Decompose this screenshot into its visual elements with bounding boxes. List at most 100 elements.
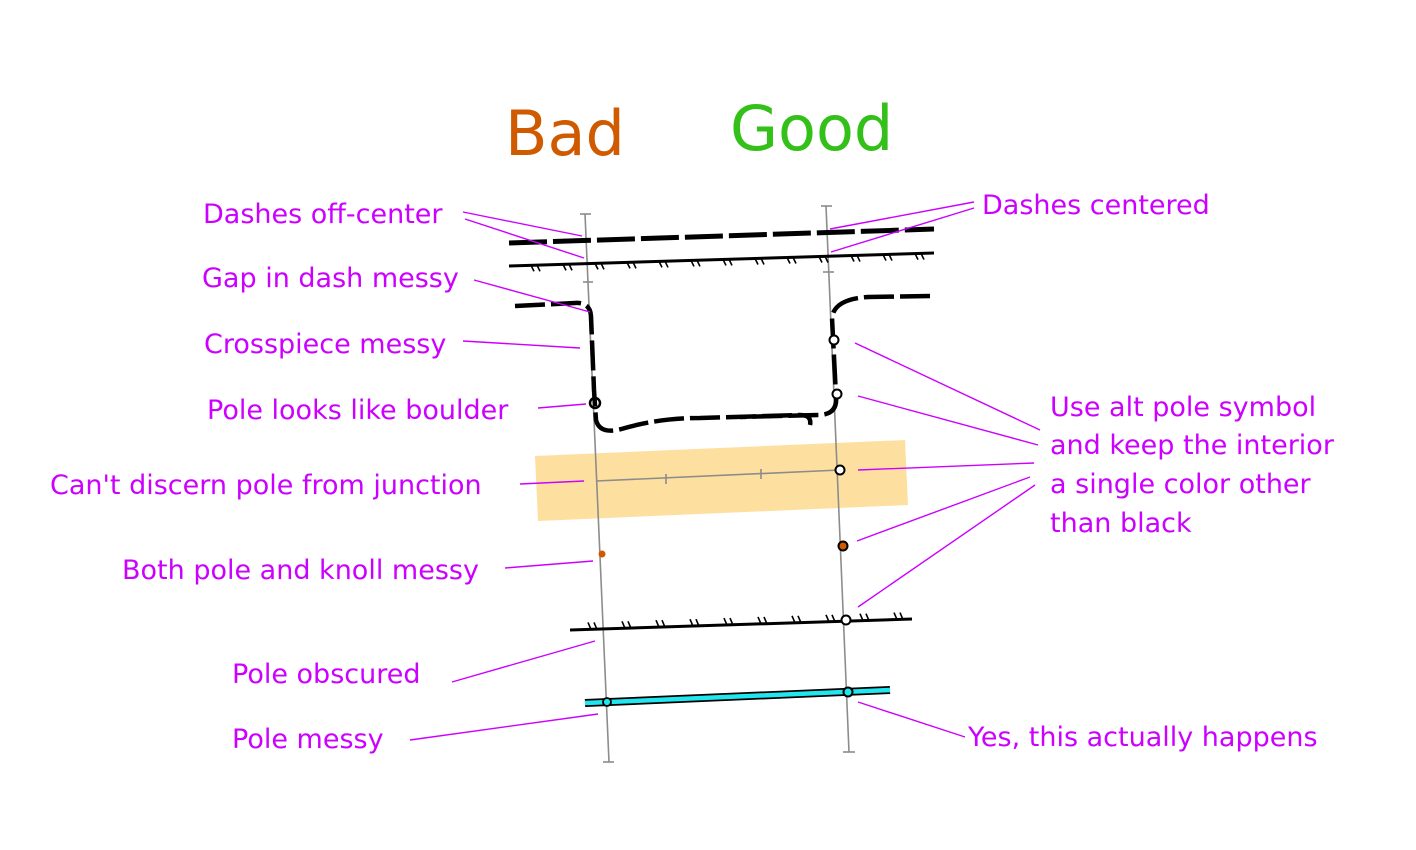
cliff-tick bbox=[888, 254, 893, 261]
cliff-tick bbox=[664, 260, 669, 268]
cliff-tick bbox=[723, 617, 728, 626]
cliff-tick bbox=[865, 613, 870, 621]
cliff-tick bbox=[661, 619, 666, 628]
leader-line bbox=[504, 560, 594, 569]
label-pole-obscured: Pole obscured bbox=[232, 659, 420, 690]
cliff-tick bbox=[632, 261, 637, 269]
leader-line bbox=[857, 701, 966, 738]
good-pole-on-cliff-icon bbox=[840, 614, 852, 626]
leader-line bbox=[464, 218, 585, 259]
cliff-tick bbox=[754, 258, 759, 265]
bad-pole-on-stream-icon bbox=[602, 697, 612, 707]
leader-line bbox=[854, 342, 1041, 431]
stream bbox=[584, 687, 891, 706]
cliff-tick bbox=[536, 264, 541, 272]
cliff-tick bbox=[757, 616, 762, 625]
cliff-tick bbox=[825, 614, 830, 623]
label-pole-messy: Pole messy bbox=[232, 724, 384, 755]
label-alt-pole-line-2: and keep the interior bbox=[1050, 430, 1335, 461]
cliff-tick bbox=[655, 619, 660, 628]
cliff-tick bbox=[689, 618, 694, 627]
good-pole-icon bbox=[831, 388, 843, 400]
good-pole-axis bbox=[825, 205, 850, 753]
good-pole-junction-icon bbox=[834, 464, 846, 476]
label-dashes-centered: Dashes centered bbox=[982, 190, 1210, 221]
cliff-ticks-top bbox=[530, 253, 925, 272]
cliff-tick bbox=[859, 613, 864, 621]
cliff-tick bbox=[587, 622, 592, 630]
cliff-tick bbox=[593, 622, 598, 630]
label-cant-discern-pole: Can't discern pole from junction bbox=[50, 470, 482, 501]
cliff-tick bbox=[621, 621, 626, 629]
right-labels: Dashes centered Use alt pole symbol and … bbox=[967, 190, 1335, 753]
cliff-tick bbox=[728, 258, 733, 266]
leader-line bbox=[829, 201, 975, 230]
good-knoll-pole-icon bbox=[837, 540, 849, 552]
leader-line bbox=[856, 476, 1031, 542]
leader-line bbox=[519, 480, 585, 485]
cliff-tick bbox=[695, 618, 700, 627]
cliff-tick bbox=[824, 255, 829, 263]
good-pole-icon bbox=[828, 334, 840, 346]
label-alt-pole-line-3: a single color other bbox=[1050, 469, 1312, 500]
cliff-tick bbox=[696, 259, 701, 267]
cliff-tick bbox=[882, 254, 887, 261]
cliff-tick bbox=[626, 262, 631, 269]
leader-line bbox=[857, 484, 1036, 608]
leader-line bbox=[537, 403, 587, 409]
left-leaders bbox=[409, 211, 599, 741]
good-track bbox=[739, 293, 931, 420]
cliff-tick bbox=[818, 256, 823, 263]
junction-line bbox=[595, 469, 841, 484]
cliff-tick bbox=[899, 612, 904, 620]
cliff-tick bbox=[893, 612, 898, 620]
bad-pole-boulder-icon bbox=[588, 396, 602, 410]
cliff-line-top bbox=[508, 251, 935, 268]
cliff-tick bbox=[729, 617, 734, 626]
cliff-tick bbox=[658, 261, 663, 268]
cliff-tick bbox=[760, 257, 765, 265]
bad-track bbox=[514, 300, 813, 433]
right-leaders bbox=[829, 201, 1041, 738]
label-pole-knoll-messy: Both pole and knoll messy bbox=[122, 555, 479, 586]
cliff-tick bbox=[594, 263, 599, 270]
leader-line bbox=[857, 395, 1039, 446]
cliff-tick bbox=[920, 253, 925, 260]
leader-line bbox=[409, 713, 599, 741]
cliff-tick bbox=[722, 259, 727, 266]
cliff-tick bbox=[763, 616, 768, 625]
cliff-ticks-bottom bbox=[587, 612, 904, 630]
good-pole-on-stream-icon bbox=[842, 686, 854, 698]
cliff-tick bbox=[914, 253, 919, 260]
junction-axis bbox=[595, 469, 841, 482]
dashed-road-top bbox=[508, 226, 935, 246]
cliff-line-bottom bbox=[569, 617, 913, 632]
leader-line bbox=[451, 640, 596, 683]
highlight-band bbox=[535, 440, 908, 521]
cliff-tick bbox=[791, 615, 796, 624]
label-gap-in-dash-messy: Gap in dash messy bbox=[202, 263, 459, 294]
cliff-tick bbox=[690, 260, 695, 267]
cliff-tick bbox=[831, 614, 836, 623]
leader-line bbox=[857, 462, 1035, 471]
leader-line bbox=[462, 211, 583, 237]
bad-knoll-icon bbox=[598, 550, 606, 558]
cliff-tick bbox=[850, 255, 855, 262]
label-dashes-off-center: Dashes off-center bbox=[203, 199, 443, 230]
cliff-tick bbox=[786, 257, 791, 264]
cliff-tick bbox=[568, 263, 573, 271]
cliff-tick bbox=[797, 615, 802, 624]
label-crosspiece-messy: Crosspiece messy bbox=[204, 329, 446, 360]
heading-good: Good bbox=[730, 92, 893, 165]
cliff-tick bbox=[562, 263, 567, 271]
leader-line bbox=[473, 279, 591, 313]
label-actually-happens: Yes, this actually happens bbox=[967, 722, 1318, 753]
leader-line bbox=[462, 340, 581, 349]
leader-line bbox=[830, 207, 975, 253]
heading-bad: Bad bbox=[505, 97, 625, 170]
cliff-tick bbox=[856, 254, 861, 262]
cliff-tick bbox=[627, 621, 632, 629]
cliff-tick bbox=[530, 264, 535, 272]
label-alt-pole-line-4: than black bbox=[1050, 508, 1192, 539]
